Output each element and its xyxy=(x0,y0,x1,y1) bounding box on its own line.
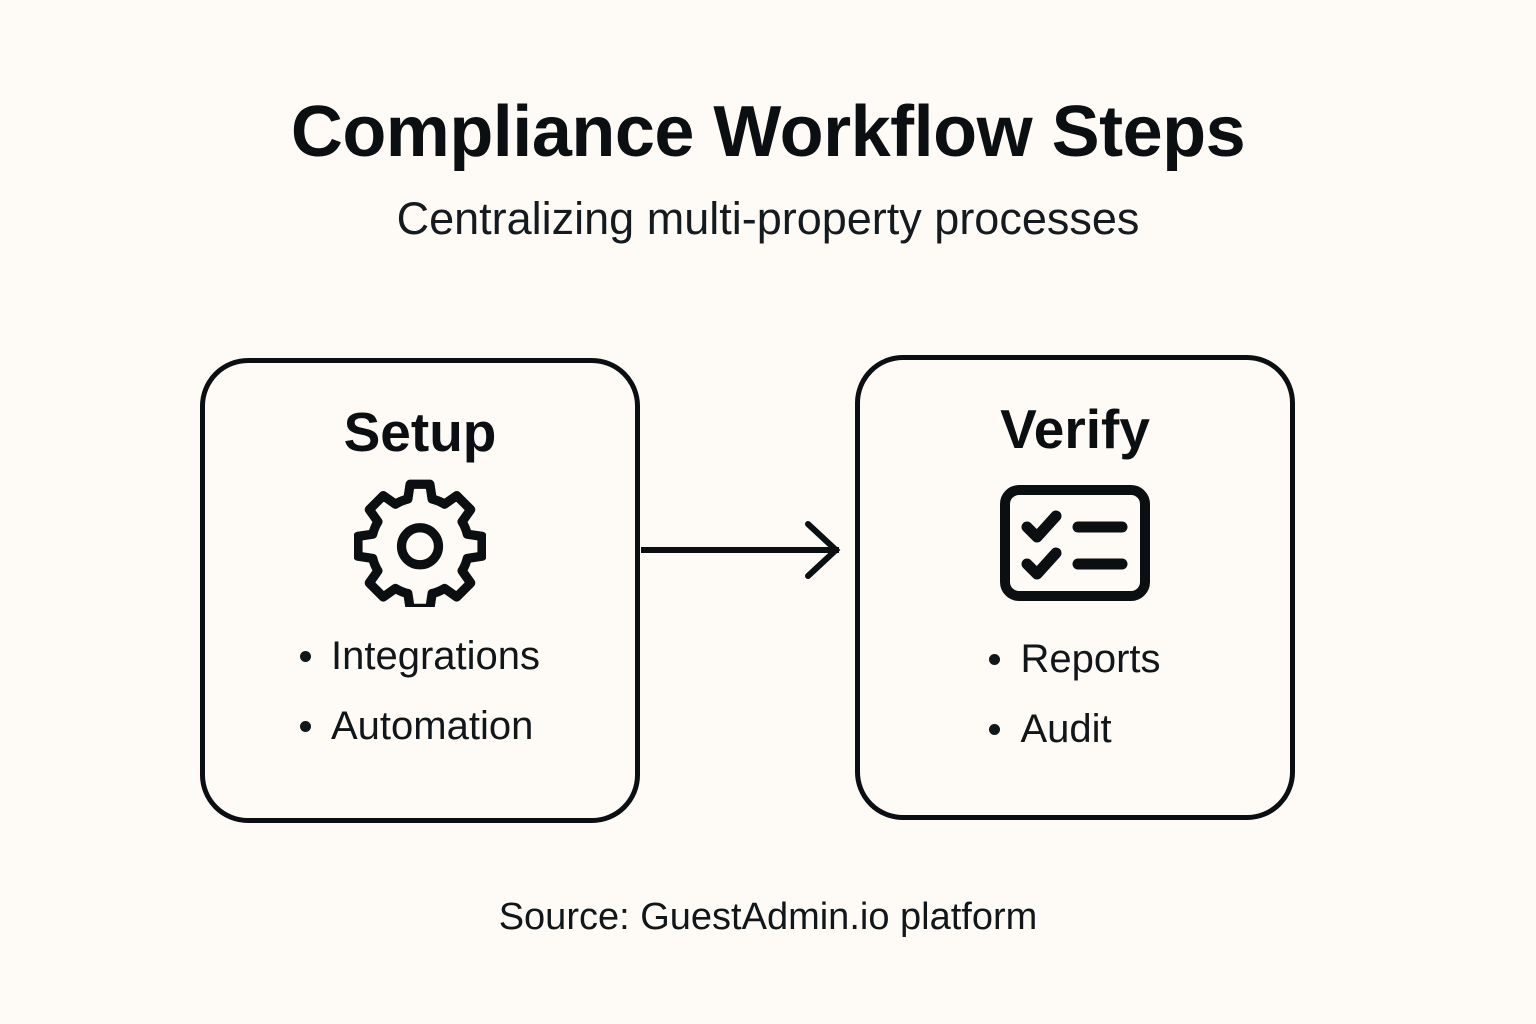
gear-icon xyxy=(354,476,486,607)
source-attribution: Source: GuestAdmin.io platform xyxy=(498,896,1038,938)
list-item: Integrations xyxy=(299,634,541,678)
list-item: Audit xyxy=(989,707,1112,751)
workflow-flow: Setup Integrations Automation xyxy=(0,355,1536,825)
bullet-label: Automation xyxy=(330,704,534,748)
bullet-label: Reports xyxy=(1020,637,1161,681)
page-title: Compliance Workflow Steps xyxy=(290,92,1246,172)
bullet-dot-icon xyxy=(299,650,311,662)
bullet-dot-icon xyxy=(989,653,1001,665)
footer: Source: GuestAdmin.io platform xyxy=(0,898,1536,936)
bullet-dot-icon xyxy=(989,723,1001,735)
step-card-setup[interactable]: Setup Integrations Automation xyxy=(200,358,640,823)
step-title-verify: Verify xyxy=(1000,398,1150,460)
step-title-setup: Setup xyxy=(343,401,497,463)
checklist-icon xyxy=(1000,483,1150,603)
step-bullets-verify: Reports Audit xyxy=(989,603,1161,751)
list-item: Automation xyxy=(299,704,534,748)
step-bullets-setup: Integrations Automation xyxy=(299,606,541,748)
step-card-verify[interactable]: Verify Reports xyxy=(855,355,1295,820)
arrow-right-icon xyxy=(640,515,850,585)
bullet-dot-icon xyxy=(299,720,311,732)
bullet-label: Integrations xyxy=(330,634,541,678)
list-item: Reports xyxy=(989,637,1161,681)
page-subtitle: Centralizing multi-property processes xyxy=(396,193,1140,244)
bullet-label: Audit xyxy=(1020,707,1112,751)
header: Compliance Workflow Steps Centralizing m… xyxy=(0,96,1536,241)
